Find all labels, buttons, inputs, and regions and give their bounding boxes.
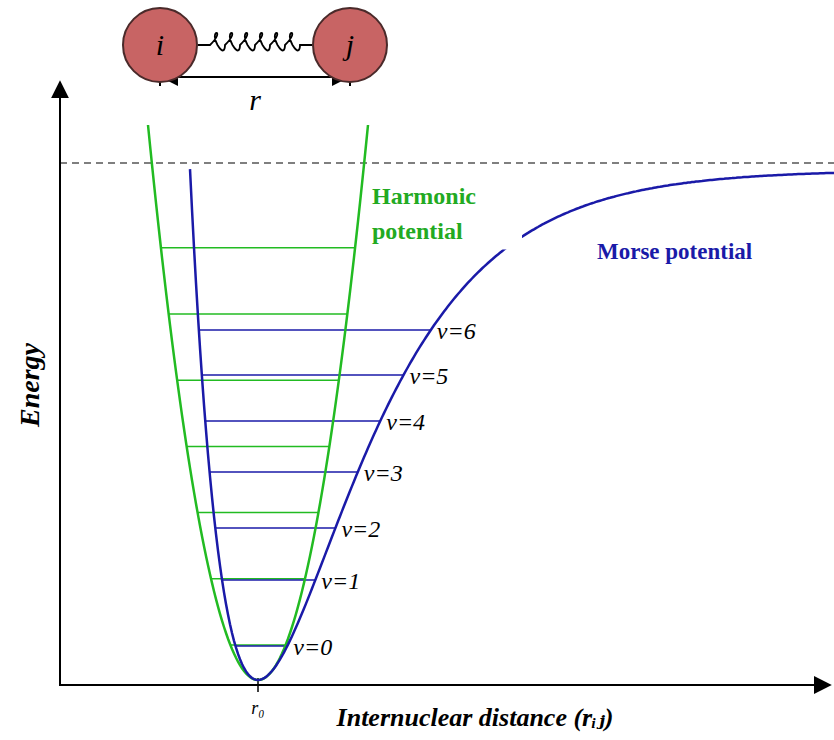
morse-level (210, 471, 358, 473)
morse-level (205, 420, 380, 422)
vibrational-level-label: v=5 (410, 359, 449, 394)
vibrational-level-label: v=1 (321, 564, 360, 599)
morse-label: Morse potential (597, 235, 752, 268)
vibrational-level-label: v=4 (386, 405, 425, 440)
atom-circle: i (122, 7, 198, 83)
distance-label: r (249, 78, 261, 122)
r0-label: r₀ (251, 695, 264, 721)
distance-axis (60, 684, 830, 686)
morse-level (235, 645, 287, 647)
atom-label: j (346, 28, 354, 62)
energy-axis-label: Energy (10, 343, 51, 427)
morse-level (199, 329, 431, 331)
harmonic-label: Harmonic potential (372, 179, 522, 249)
morse-level (202, 374, 404, 376)
distance-arrow (162, 76, 348, 78)
harmonic-curve (148, 125, 368, 680)
harmonic-level (161, 247, 355, 249)
vibrational-level-label: v=6 (437, 314, 476, 349)
atom-circle: j (312, 7, 388, 83)
vibrational-level-label: v=0 (293, 630, 332, 665)
spring-connector (198, 33, 312, 50)
morse-curve (190, 169, 834, 680)
dissociation-line (60, 162, 834, 163)
vibrational-level-label: v=3 (364, 456, 403, 491)
vibrational-level-label: v=2 (341, 512, 380, 547)
energy-axis (59, 82, 61, 686)
morse-level (222, 579, 315, 581)
harmonic-level (198, 512, 319, 514)
harmonic-level (169, 313, 348, 315)
distance-axis-label: Internuclear distance (rᵢⱼ) (337, 699, 614, 737)
morse-level (215, 527, 335, 529)
atom-label: i (156, 28, 164, 62)
